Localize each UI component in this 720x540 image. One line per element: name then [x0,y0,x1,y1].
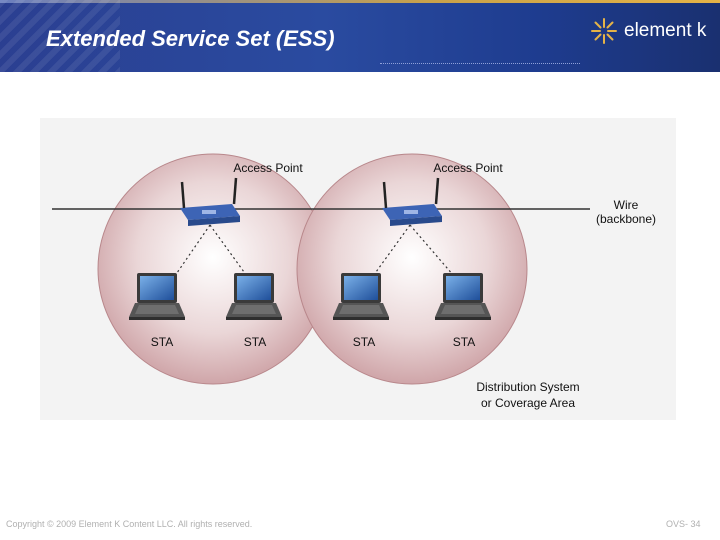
coverage-label-line1: Distribution System [476,380,579,394]
station-4-icon [435,273,491,320]
coverage-area-left [98,154,328,384]
coverage-label-line2: or Coverage Area [481,396,575,410]
station-1-label: STA [151,335,173,349]
station-3-icon [333,273,389,320]
station-2-label: STA [244,335,266,349]
station-1-icon [129,273,185,320]
slide-number: OVS- 34 [666,519,701,529]
copyright-notice: Copyright © 2009 Element K Content LLC. … [6,519,252,529]
station-4-label: STA [453,335,475,349]
access-point-left-label: Access Point [233,161,303,175]
station-3-label: STA [353,335,375,349]
wire-label-line1: Wire [614,198,639,212]
wire-label-line2: (backbone) [596,212,656,226]
access-point-right-label: Access Point [433,161,503,175]
station-2-icon [226,273,282,320]
coverage-area-right [297,154,527,384]
